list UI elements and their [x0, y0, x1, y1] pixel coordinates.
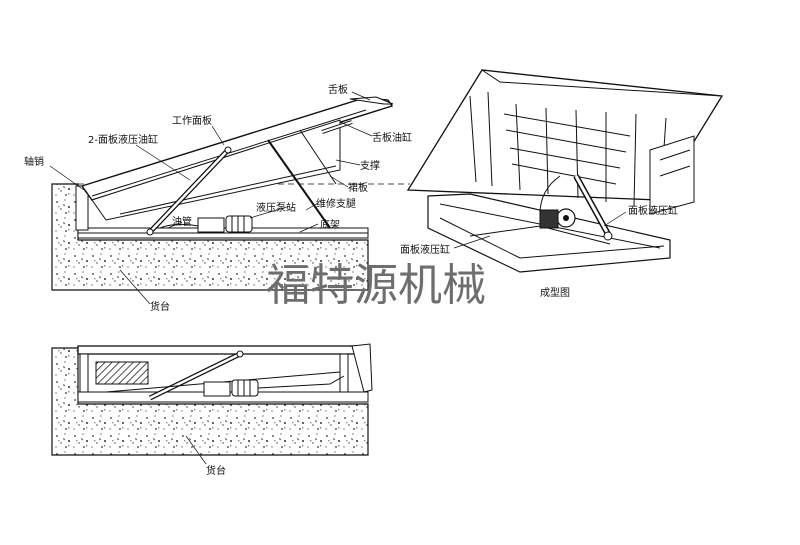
- section-view-lowered: 货台: [51, 343, 373, 477]
- pump-station-top: [197, 215, 253, 233]
- label-tongue-cylinder: 舌板油缸: [372, 131, 412, 144]
- label-hinge-pin: 轴销: [24, 155, 44, 168]
- label-model-view: 成型图: [540, 286, 570, 299]
- watermark: 福特源机械: [266, 260, 486, 311]
- label-tongue-plate: 舌板: [328, 83, 348, 96]
- deck-cylinder-top: [146, 146, 232, 236]
- model-pump: [539, 175, 576, 229]
- hatched-block: [95, 361, 149, 385]
- deck-cylinder-bottom: [148, 350, 244, 401]
- lowered-tongue: [351, 343, 373, 393]
- label-oil-pipe: 油管: [172, 215, 192, 228]
- label-work-deck: 工作面板: [172, 114, 212, 127]
- model-deck-cylinder: [573, 174, 613, 241]
- tongue-cylinder: [321, 120, 353, 134]
- tongue-plate: [349, 96, 394, 105]
- lowered-deck: [77, 345, 369, 355]
- label-skirt-plate: 裙板: [348, 181, 368, 194]
- label-deck-cylinder-2: 2-面板液压油缸: [88, 133, 158, 146]
- label-dock-top: 货台: [150, 300, 170, 313]
- label-deck-cylinder-bottom: 面板液压缸: [400, 243, 450, 256]
- label-maint-leg: 维修支腿: [316, 197, 356, 210]
- label-support: 支撑: [360, 159, 380, 172]
- label-dock-bottom: 货台: [206, 464, 226, 477]
- label-pump-station: 液压泵站: [256, 201, 296, 214]
- label-base-frame: 底架: [320, 218, 340, 231]
- skirt-plate: [91, 119, 341, 221]
- model-view: 面板液压缸 面板液压缸 成型图: [400, 69, 724, 299]
- model-skirt: [649, 135, 695, 215]
- section-view-raised: 舌板 工作面板 2-面板液压油缸 舌板油缸 轴销 支撑 裙板 液压泵站 维修支腿…: [24, 83, 412, 313]
- label-deck-cylinder: 面板液压缸: [628, 204, 678, 217]
